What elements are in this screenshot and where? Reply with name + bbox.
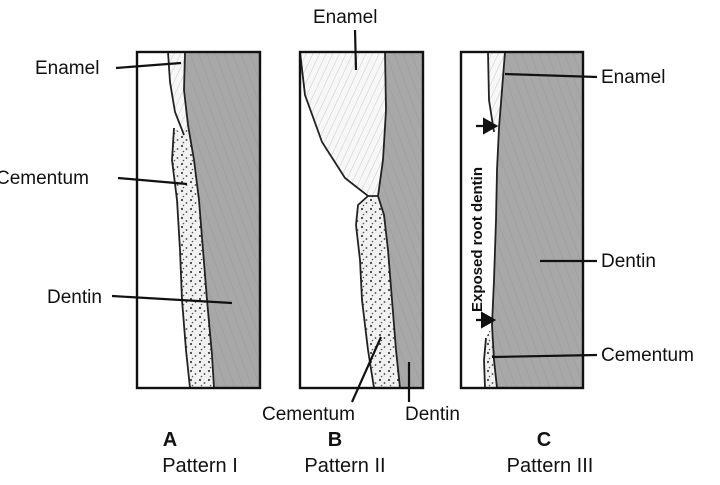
panel-a-cementum (172, 125, 214, 388)
panel-b-letter: B (328, 429, 342, 451)
panel-b-frame (298, 50, 425, 390)
panel-a-letter: A (163, 429, 177, 451)
panel-a-enamel-label: Enamel (35, 58, 99, 79)
panel-c-cementum-label: Cementum (601, 345, 694, 366)
panel-a-enamel (168, 52, 188, 135)
panel-c-pattern: Pattern III (507, 455, 594, 477)
panel-b (298, 50, 425, 390)
panel-c-exposed-root-dentin-label: Exposed root dentin (469, 167, 486, 312)
panel-a-dentin-label: Dentin (47, 287, 102, 308)
panel-a-frame (135, 50, 262, 390)
panel-b-enamel (300, 52, 386, 196)
panel-c-dentin-label: Dentin (601, 251, 656, 272)
panel-a (135, 50, 262, 390)
panel-c-enamel-label: Enamel (601, 67, 665, 88)
panel-b-enamel-label: Enamel (313, 7, 377, 28)
panel-b-dentin (378, 52, 423, 388)
panel-c-frame (459, 50, 585, 390)
panel-c-cementum (484, 325, 497, 388)
panel-c-dentin (492, 52, 583, 388)
panel-c-letter: C (537, 429, 551, 451)
panel-b-cementum-label: Cementum (262, 404, 355, 425)
panel-a-cementum-label: Cementum (0, 168, 89, 189)
panel-c-enamel (488, 52, 505, 132)
panel-b-dentin-label: Dentin (405, 404, 460, 425)
panel-b-pattern: Pattern II (304, 455, 385, 477)
panel-a-dentin (184, 52, 260, 388)
panel-c (459, 50, 585, 390)
panel-a-pattern: Pattern I (162, 455, 238, 477)
